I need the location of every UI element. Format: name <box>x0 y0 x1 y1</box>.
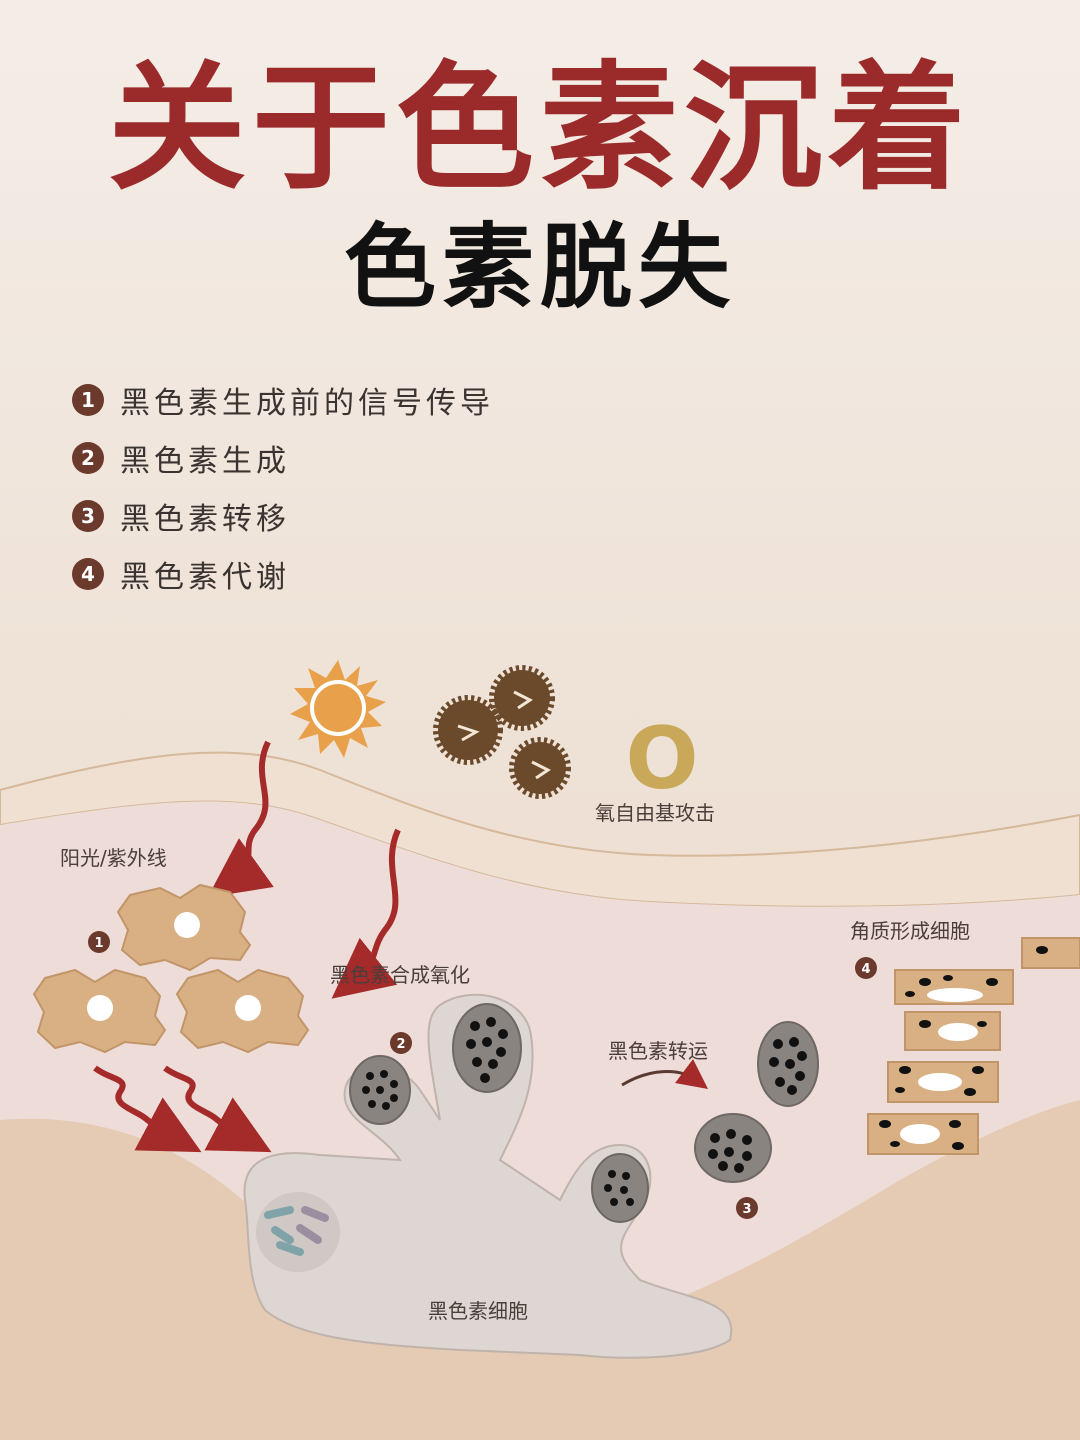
step-label: 黑色素生成前的信号传导 <box>120 386 494 421</box>
melanocyte-label: 黑色素细胞 <box>428 1299 528 1323</box>
step-label: 黑色素代谢 <box>120 560 290 595</box>
step-badge-1: 1 <box>88 931 110 953</box>
step-number-badge: 1 <box>72 384 104 416</box>
free-radical-icon <box>433 695 503 765</box>
signal-arrow <box>93 1065 202 1153</box>
free-radical-label: 氧自由基攻击 <box>595 801 715 825</box>
stimulated-cell <box>175 968 310 1054</box>
step-badge-3: 3 <box>736 1197 758 1219</box>
oxygen-symbol: O <box>625 709 698 809</box>
step-item-2: 2 黑色素生成 <box>72 438 494 479</box>
stimulated-cell <box>32 968 167 1054</box>
main-title: 关于色素沉着 <box>107 48 972 209</box>
keratinocyte-label: 角质形成细胞 <box>850 919 970 943</box>
pigmentation-diagram: O 氧自由基攻击 阳光/紫外线 黑色素合成氧化 <box>0 660 1080 1440</box>
melanosome-vesicle <box>694 1113 772 1183</box>
keratinocyte-cell <box>904 1011 1001 1051</box>
melanosome-vesicle <box>591 1153 649 1223</box>
melanosome-vesicle <box>757 1021 819 1107</box>
dermis-layer <box>0 1100 1080 1440</box>
step-number-badge: 3 <box>72 500 104 532</box>
step-badge-4: 4 <box>855 957 877 979</box>
step-badge-2: 2 <box>390 1032 412 1054</box>
uv-label: 阳光/紫外线 <box>60 846 167 870</box>
free-radical-icon <box>509 737 571 799</box>
sub-title: 色素脱失 <box>343 214 736 321</box>
synthesis-label: 黑色素合成氧化 <box>330 963 470 987</box>
transport-label: 黑色素转运 <box>608 1039 708 1063</box>
svg-text:1: 1 <box>94 936 103 951</box>
svg-text:2: 2 <box>396 1037 405 1052</box>
step-item-4: 4 黑色素代谢 <box>72 554 494 595</box>
step-number-badge: 2 <box>72 442 104 474</box>
keratinocyte-cell <box>867 1113 979 1155</box>
svg-text:4: 4 <box>861 962 870 977</box>
stimulated-cell <box>116 883 252 972</box>
uv-arrow <box>207 740 274 898</box>
uv-arrow <box>331 828 401 999</box>
step-item-1: 1 黑色素生成前的信号传导 <box>72 380 494 421</box>
keratinocyte-cell <box>1021 937 1080 969</box>
melanosome-vesicle <box>349 1055 411 1125</box>
step-number-badge: 4 <box>72 558 104 590</box>
melanosome-vesicle <box>452 1003 522 1093</box>
keratinocyte-cell <box>894 969 1014 1005</box>
organelles <box>264 1206 329 1256</box>
nucleus <box>256 1192 340 1272</box>
transport-arrow <box>621 1059 709 1089</box>
keratinocyte-cell <box>887 1061 999 1103</box>
step-item-3: 3 黑色素转移 <box>72 496 494 537</box>
step-label: 黑色素转移 <box>120 502 290 537</box>
signal-arrow <box>163 1065 272 1153</box>
free-radical-icon <box>489 665 555 731</box>
step-list: 1 黑色素生成前的信号传导 2 黑色素生成 3 黑色素转移 4 黑色素代谢 <box>72 380 494 612</box>
svg-text:3: 3 <box>742 1202 751 1217</box>
step-label: 黑色素生成 <box>120 444 290 479</box>
sun-icon <box>290 660 386 758</box>
